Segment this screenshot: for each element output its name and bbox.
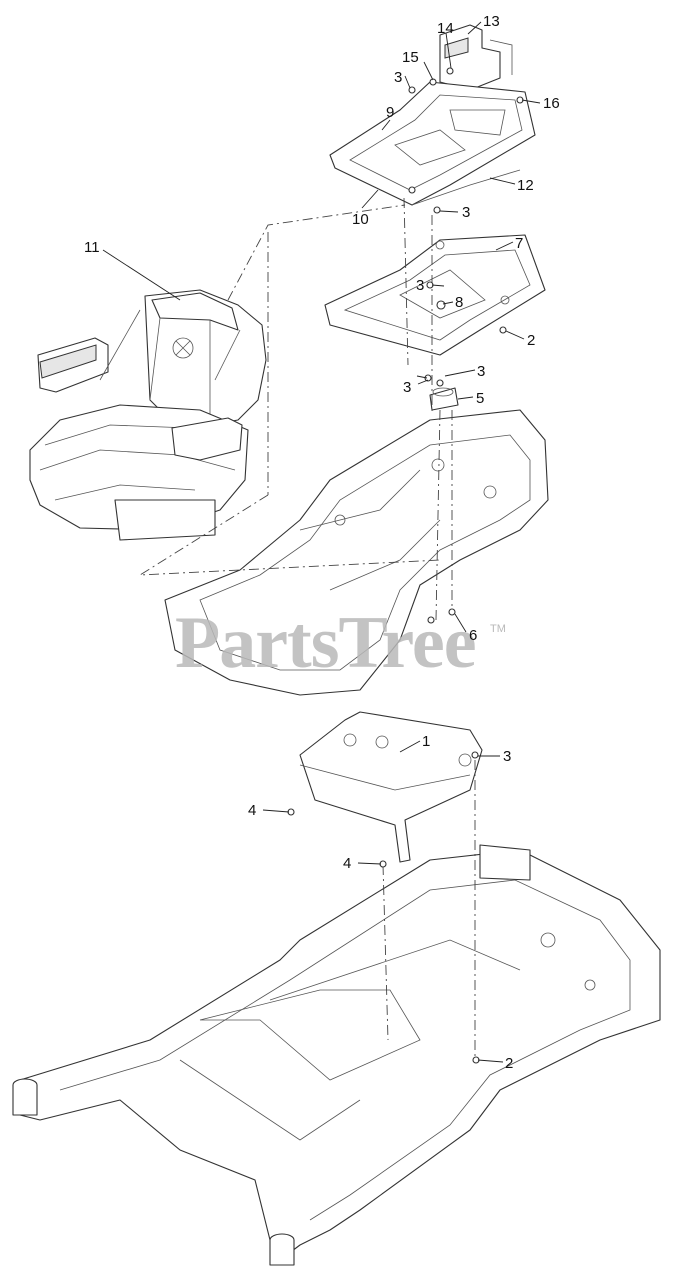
callout-labels: 13 14 15 3 16 9 12 10 3 11 7 3 8 2 3 3 5… [84, 13, 560, 1072]
rubber-mount-5 [429, 387, 459, 411]
bracket-13 [439, 24, 513, 91]
upper-chassis-frame [164, 409, 549, 696]
callout-10: 10 [352, 211, 369, 228]
callout-7: 7 [515, 235, 523, 252]
callout-9: 9 [386, 104, 394, 121]
callout-3: 3 [416, 277, 424, 294]
callout-13: 13 [483, 13, 500, 30]
callout-2: 2 [527, 332, 535, 349]
seat-assembly [29, 289, 267, 541]
callout-15: 15 [402, 49, 419, 66]
callout-14: 14 [437, 20, 454, 37]
callout-16: 16 [543, 95, 560, 112]
watermark-trademark: TM [490, 623, 506, 635]
callout-8: 8 [455, 294, 463, 311]
rod-12 [411, 169, 521, 206]
callout-4: 4 [248, 802, 256, 819]
leader-lines [102, 21, 541, 1063]
callout-2: 2 [505, 1055, 513, 1072]
alignment-lines [138, 197, 476, 1060]
callout-3: 3 [462, 204, 470, 221]
seat-plate-7 [324, 234, 546, 356]
heat-shield-1 [299, 711, 483, 863]
callout-3: 3 [394, 69, 402, 86]
callout-3: 3 [477, 363, 485, 380]
seat-slide-plate-9 [329, 81, 536, 206]
callout-11: 11 [84, 239, 100, 256]
callout-3: 3 [403, 379, 411, 396]
lower-main-frame [12, 844, 661, 1266]
callout-5: 5 [476, 390, 484, 407]
callout-1: 1 [422, 733, 430, 750]
watermark: PartsTree [175, 602, 476, 684]
callout-3: 3 [503, 748, 511, 765]
callout-6: 6 [469, 627, 477, 644]
callout-12: 12 [517, 177, 534, 194]
callout-4: 4 [343, 855, 351, 872]
